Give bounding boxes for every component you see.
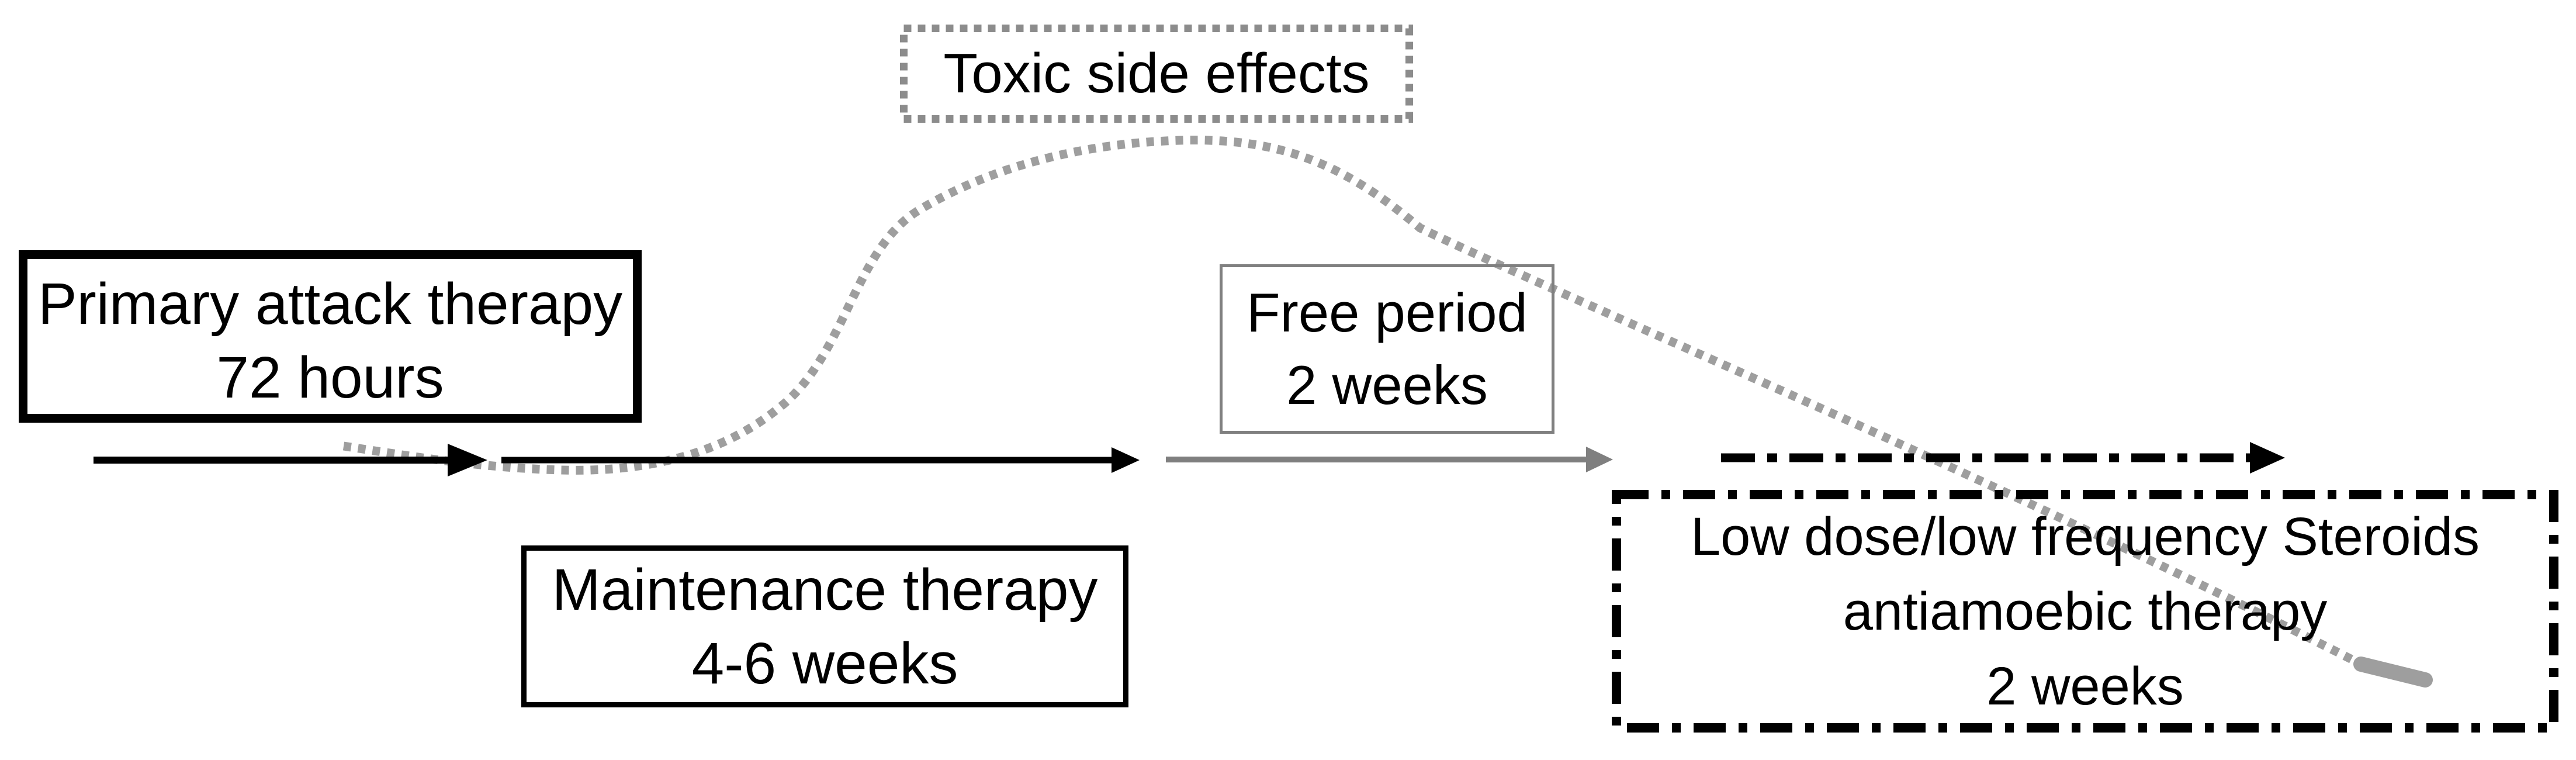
toxic-box-border — [900, 25, 1413, 123]
primary-attack-arrowhead-icon — [448, 444, 487, 476]
free-line2: 2 weeks — [1286, 354, 1488, 416]
toxic-label: Toxic side effects — [943, 42, 1370, 105]
toxic-side-effects-curve — [342, 136, 2368, 671]
toxic-curve-solid-tail — [2353, 657, 2433, 688]
maintenance-line1: Maintenance therapy — [552, 557, 1098, 623]
maintenance-line2: 4-6 weeks — [691, 630, 958, 696]
node-low-dose-steroids-therapy: Low dose/low frequency Steroids antiamoe… — [1621, 499, 2549, 723]
primary-line1: Primary attack therapy — [37, 271, 623, 337]
maintenance-arrowhead-icon — [1112, 447, 1140, 473]
node-maintenance-therapy: Maintenance therapy 4-6 weeks — [521, 545, 1128, 707]
primary-line2: 72 hours — [216, 344, 444, 410]
node-free-period: Free period 2 weeks — [1220, 264, 1554, 434]
steroids-arrowhead-icon — [2250, 442, 2285, 474]
steroids-line3: 2 weeks — [1986, 656, 2184, 716]
free-line1: Free period — [1247, 282, 1528, 343]
node-primary-attack-therapy: Primary attack therapy 72 hours — [19, 250, 642, 423]
steroids-box-border — [1612, 490, 2558, 733]
node-toxic-side-effects: Toxic side effects — [908, 32, 1405, 115]
free-period-arrowhead-icon — [1586, 447, 1613, 472]
steroids-line1: Low dose/low frequency Steroids — [1690, 506, 2480, 566]
steroids-line2: antiamoebic therapy — [1843, 581, 2328, 641]
